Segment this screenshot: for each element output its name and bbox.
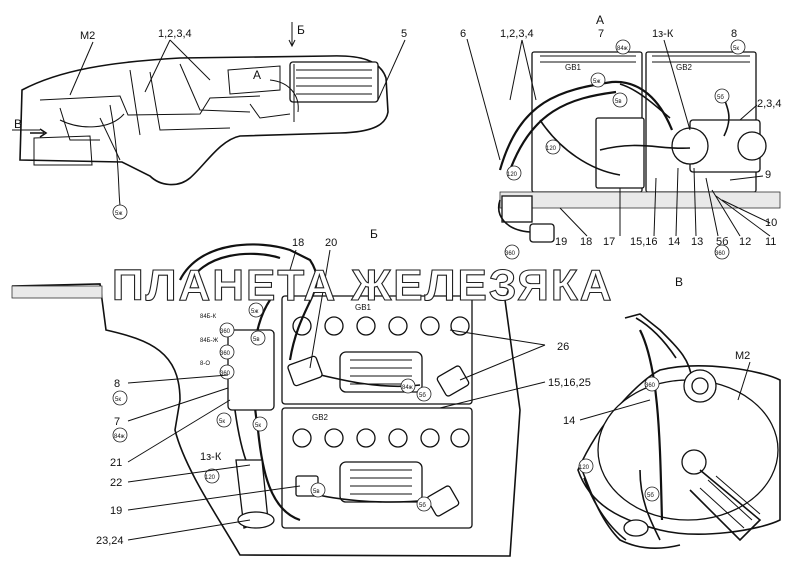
gb1-label-top: GB1 [565,63,582,72]
callout-19-right: 19 [555,236,567,248]
view-label-a-top: А [253,68,261,82]
tag-5б-b1: 5б [419,393,426,399]
callout-7-top: 7 [598,28,604,40]
tag-5ж-top: 5ж [115,211,122,217]
callout-151625: 15,16,25 [548,377,591,389]
callout-19-b: 19 [110,505,122,517]
view-label-v-bottom: В [675,275,683,289]
tag-5в-right: 5в [615,99,622,105]
top-left-view: 5ж М2 1,2,3,4 5 Б А В [12,22,407,220]
callout-20: 20 [325,237,337,249]
wire-84Б-К: 84Б-К [200,314,217,320]
tag-5к-top: 5к [733,46,739,52]
callout-8-top: 8 [731,28,737,40]
gb2-label-top: GB2 [676,63,693,72]
tag-5в-b2: 5в [313,489,320,495]
wire-8-О: 8-О [200,361,210,367]
tag-84ж-top: 84ж [617,46,628,52]
tag-5к-b2: 5к [219,419,225,425]
tag-360-b2: 360 [220,351,231,357]
gb2-label-bottom: GB2 [312,413,329,422]
tag-5в-b: 5в [253,337,260,343]
tag-5б-v: 5б [647,493,654,499]
callout-1516: 15,16 [630,236,658,248]
watermark: ПЛАНЕТА ЖЕЛЕЗЯКА [112,261,614,310]
bottom-right-view: 360 120 5б В 14 М2 [563,275,781,550]
gb1-cells [292,316,470,393]
bottom-center-view: GB1 GB2 360 [11,227,591,557]
view-label-a-right: А [596,13,604,27]
gb2-cells [292,428,470,503]
callout-21: 21 [110,457,122,469]
callout-26: 26 [557,341,569,353]
callout-12: 12 [739,236,751,248]
tag-84ж-b: 84ж [402,385,413,391]
callout-234: 2,3,4 [757,98,781,110]
view-label-b-top: Б [297,23,305,37]
callout-1зК-b: 1з-К [200,451,222,463]
gb1-label-bottom: GB1 [355,303,372,312]
tag-360-right-b: 360 [715,251,726,257]
tag-5к-left: 5к [115,397,121,403]
tag-5ж-right: 5ж [593,79,600,85]
tag-5б-right: 5б [717,95,724,101]
tag-360-b3: 360 [220,371,231,377]
tag-5к-b1: 5к [255,423,261,429]
tag-360-v: 360 [645,383,656,389]
callout-1234-top: 1,2,3,4 [158,28,192,40]
top-right-view: GB1 GB2 84ж 5к 5ж 5в 120 120 5б 360 360 [460,13,781,260]
callout-m2-v: М2 [735,350,750,362]
tag-360-b1: 360 [220,329,231,335]
callout-6: 6 [460,28,466,40]
callout-18-right: 18 [580,236,592,248]
callout-2324: 23,24 [96,535,124,547]
tag-120-left: 120 [507,172,518,178]
callout-9: 9 [765,169,771,181]
callout-5: 5 [401,28,407,40]
view-label-v-top: В [14,117,22,131]
callout-1зК-top: 1з-К [652,28,674,40]
wire-84Б-Ж: 84Б-Ж [200,338,219,344]
callout-7-b: 7 [114,416,120,428]
callout-5б: 5б [716,236,728,248]
callout-13: 13 [691,236,703,248]
tag-5б-b2: 5б [419,503,426,509]
view-label-b-bottom: Б [370,227,378,241]
callout-18-b: 18 [292,237,304,249]
callout-22: 22 [110,477,122,489]
tag-120-v: 120 [579,465,590,471]
callout-10: 10 [765,217,777,229]
tag-120-right: 120 [546,146,557,152]
callout-17: 17 [603,236,615,248]
callout-14-right: 14 [668,236,680,248]
callout-14-v: 14 [563,415,575,427]
callout-1234-right: 1,2,3,4 [500,28,534,40]
callout-8-b: 8 [114,378,120,390]
tag-120-b: 120 [205,475,216,481]
callout-m2-top: М2 [80,30,95,42]
callout-11: 11 [765,236,776,248]
tag-360-right-a: 360 [505,251,516,257]
tag-5ж-b: 5ж [251,309,258,315]
tag-84ж-left: 84ж [114,434,125,440]
